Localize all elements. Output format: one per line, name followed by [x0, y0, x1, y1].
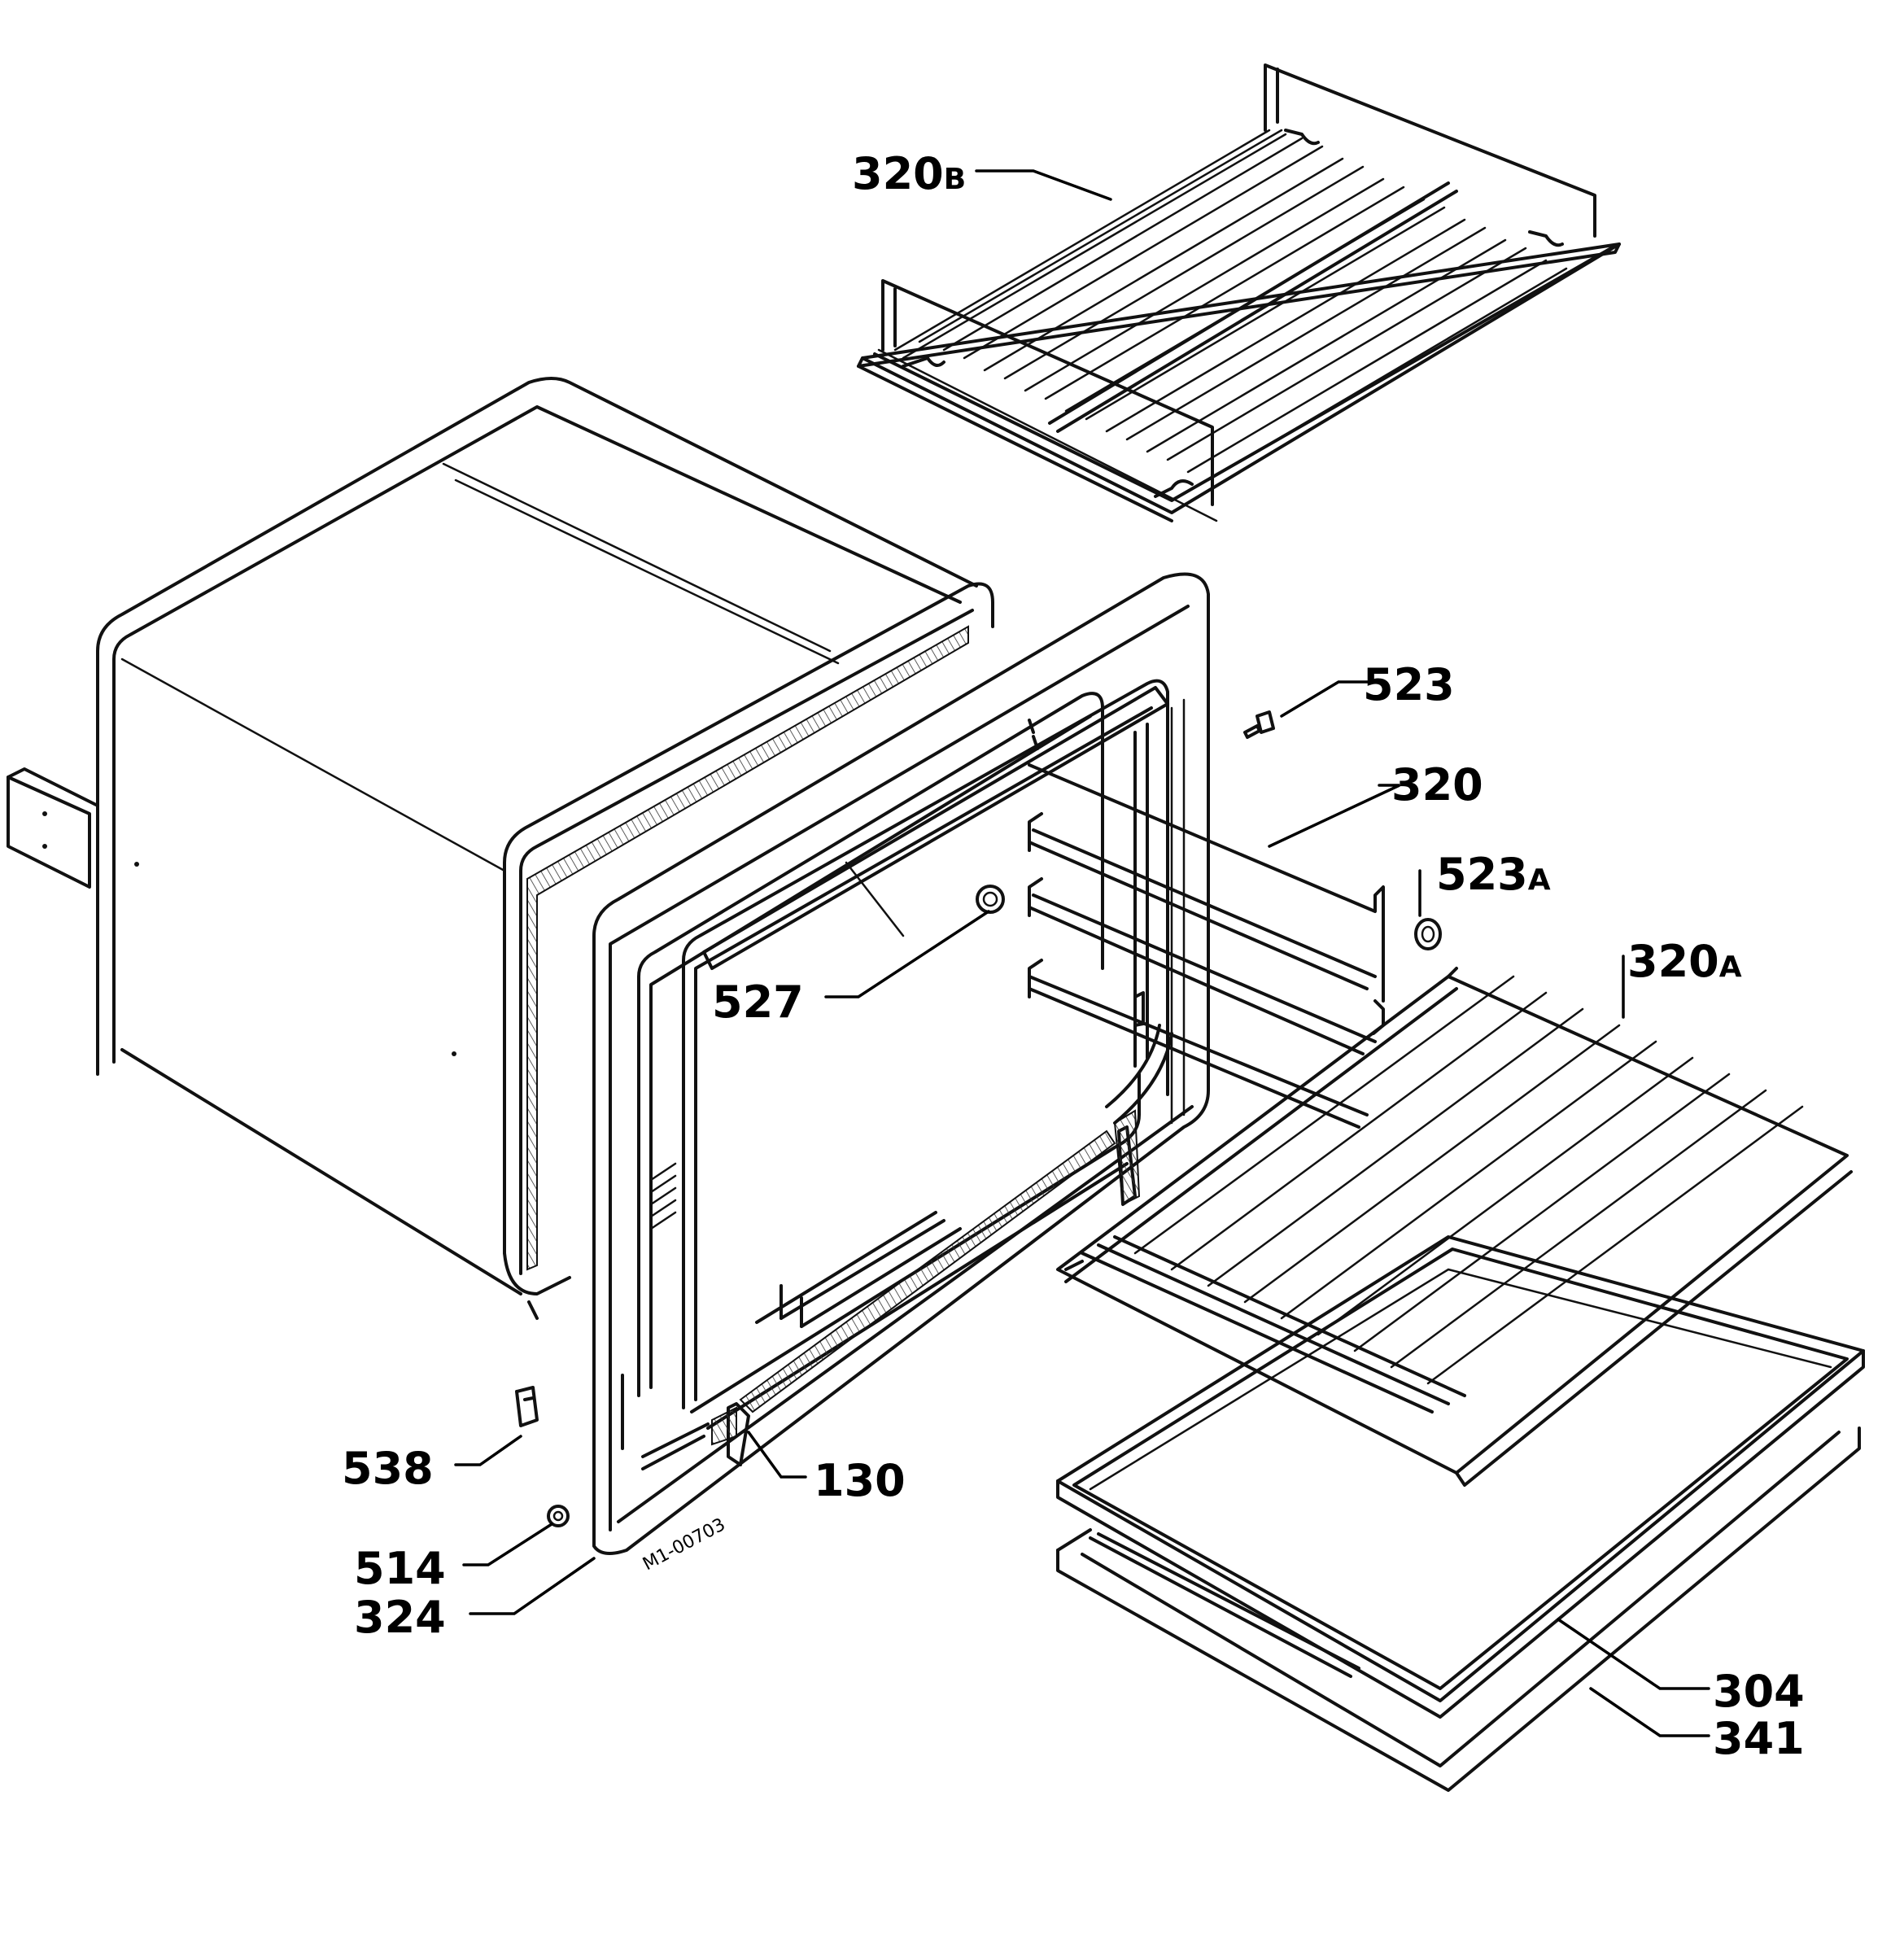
grommet-523a	[1414, 918, 1442, 950]
label-341: 341	[1713, 1713, 1805, 1764]
baking-tray-304	[1056, 1235, 1865, 1719]
shelf-rods	[1133, 975, 1804, 1385]
label-538: 538	[342, 1443, 434, 1494]
nut-514	[547, 1505, 570, 1527]
label-324: 324	[354, 1592, 446, 1643]
label-320b: 320B	[852, 148, 966, 199]
label-130: 130	[814, 1455, 906, 1506]
label-523a: 523A	[1436, 849, 1551, 900]
wire-rack-320b	[857, 63, 1621, 522]
shelf-support-rails	[1028, 763, 1385, 1129]
label-320: 320	[1391, 759, 1483, 810]
clip-538	[515, 1386, 539, 1427]
oven-cavity	[7, 377, 994, 1320]
part-labels: 320B 523 320 523A 320A 527 538 130 514 3…	[342, 148, 1805, 1764]
leader-lines	[454, 169, 1710, 1737]
label-320a: 320A	[1627, 936, 1742, 987]
drip-pan-341	[1056, 1427, 1861, 1792]
lamp-527	[976, 885, 1005, 914]
drawing-number: M1-00703	[640, 1514, 729, 1575]
rack-rods	[918, 129, 1568, 482]
wire-shelf-320a	[1056, 967, 1853, 1487]
label-304: 304	[1713, 1666, 1805, 1717]
screw-523	[1243, 710, 1275, 739]
label-514: 514	[354, 1543, 446, 1594]
label-527: 527	[712, 976, 804, 1028]
label-523: 523	[1363, 659, 1455, 710]
front-frame	[592, 572, 1210, 1555]
